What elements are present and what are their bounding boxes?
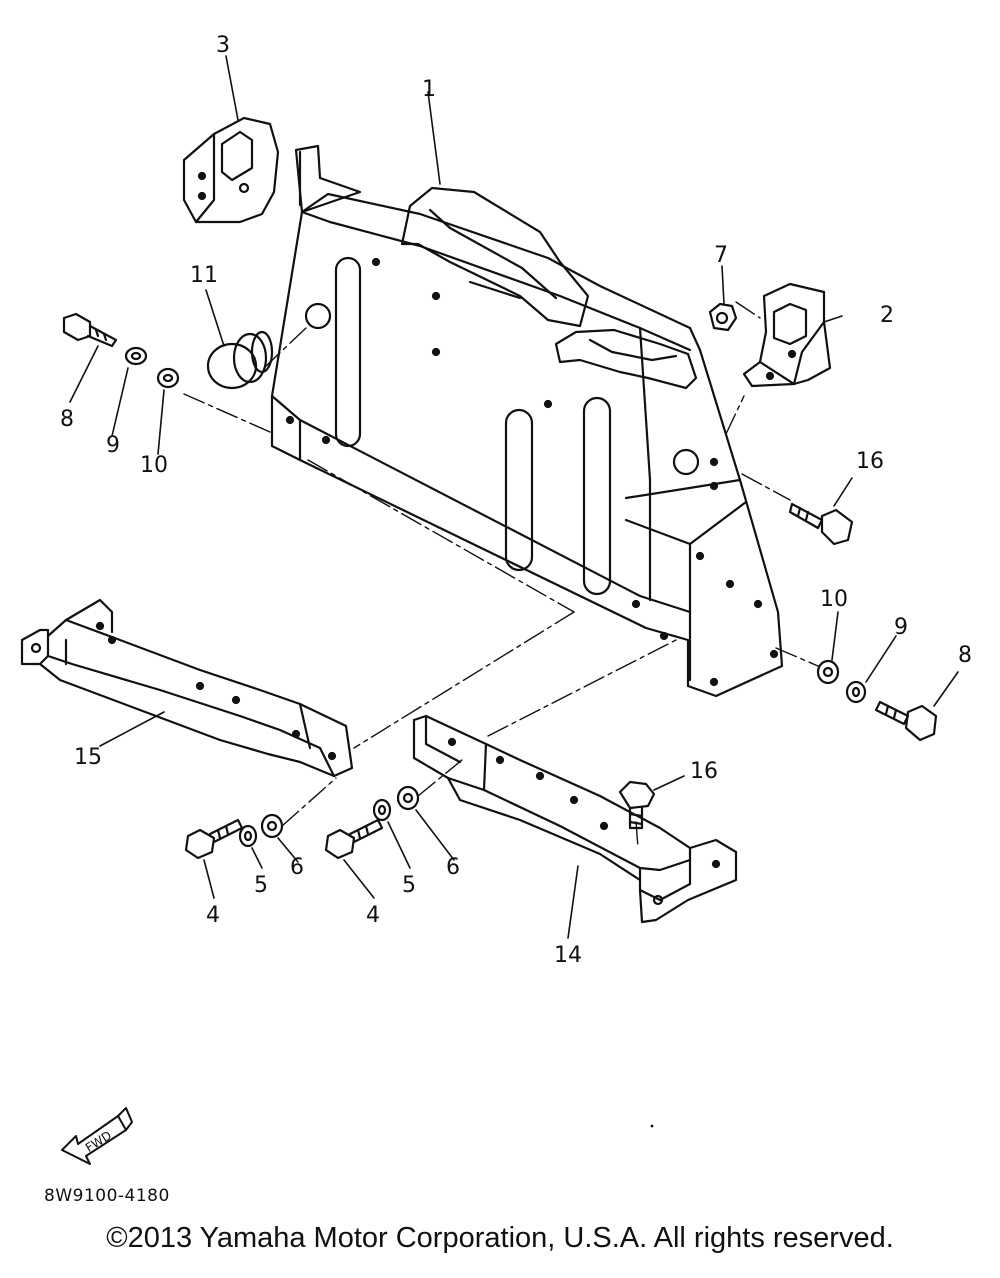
part-label: 4 [206, 903, 220, 928]
part-label: 14 [554, 943, 582, 968]
leader-lines [69, 55, 959, 939]
part-label: 16 [856, 449, 884, 474]
washer-9-right [845, 680, 867, 704]
crossmember-14 [412, 714, 738, 924]
part-label: 1 [422, 77, 436, 102]
crossmember-15 [20, 598, 354, 778]
part-label: 16 [690, 759, 718, 784]
washer-6-right [396, 785, 420, 811]
part-label: 4 [366, 903, 380, 928]
stray-mark [650, 1124, 654, 1128]
bolt-8-right [874, 700, 938, 742]
part-label: 11 [190, 263, 218, 288]
main-frame [270, 144, 784, 698]
part-label: 8 [60, 407, 74, 432]
grommet-11 [206, 330, 274, 390]
washer-10-right [816, 659, 840, 685]
bolt-4-right [324, 818, 384, 860]
bolt-4-left [184, 818, 244, 860]
alignment-lines [183, 301, 819, 849]
bracket-3 [182, 116, 280, 224]
washer-9-left [124, 346, 148, 366]
part-label: 8 [958, 643, 972, 668]
washer-10-left [156, 367, 180, 389]
washer-5-left [238, 824, 258, 848]
copyright-text: ©2013 Yamaha Motor Corporation, U.S.A. A… [106, 1222, 894, 1254]
bolt-8-left [62, 312, 118, 348]
part-label: 5 [402, 873, 416, 898]
diagram-code: 8W9100-4180 [44, 1186, 170, 1206]
forward-arrow-icon: FWD [61, 1107, 133, 1165]
bracket-2 [742, 282, 832, 388]
part-label: 5 [254, 873, 268, 898]
part-label: 6 [446, 855, 460, 880]
part-label: 2 [880, 303, 894, 328]
part-label: 9 [894, 615, 908, 640]
fwd-label: FWD [83, 1128, 114, 1155]
washer-6-left [260, 813, 284, 839]
part-label: 10 [820, 587, 848, 612]
part-label: 9 [106, 433, 120, 458]
part-label: 15 [74, 745, 102, 770]
part-label: 3 [216, 33, 230, 58]
part-label: 6 [290, 855, 304, 880]
part-label: 10 [140, 453, 168, 478]
part-labels: 3 1 7 2 11 8 9 10 16 10 9 8 15 16 4 5 6 … [60, 33, 972, 968]
washer-5-right [372, 798, 392, 822]
part-label: 7 [714, 243, 728, 268]
nut-7 [708, 302, 738, 332]
bolt-16-right [788, 502, 854, 546]
